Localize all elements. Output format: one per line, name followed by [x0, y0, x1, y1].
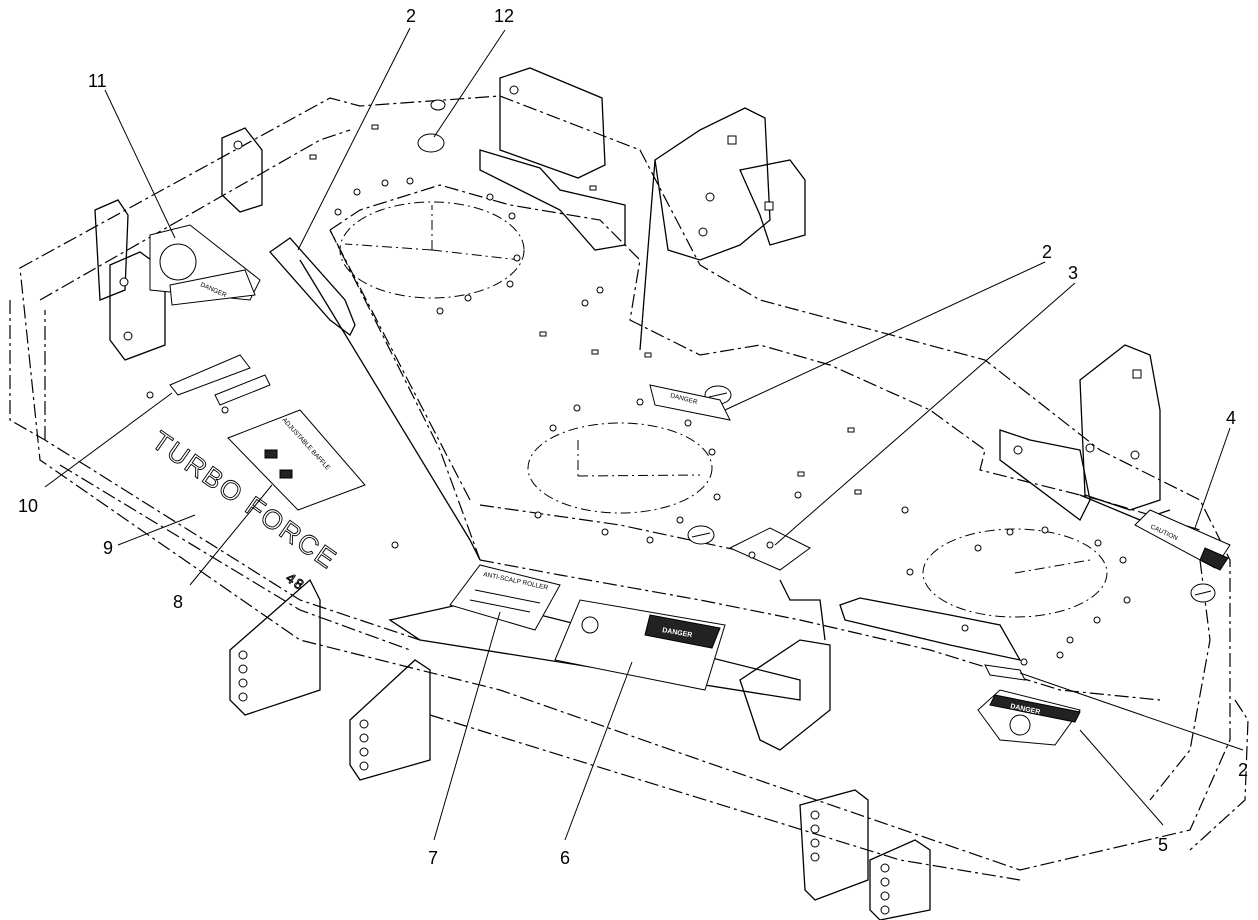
main-danger-decal: DANGER: [554, 599, 726, 691]
belt-decal: [728, 527, 811, 571]
leader-2c: [1019, 672, 1244, 751]
leader-2a: [297, 27, 411, 251]
danger-badge-decal: DANGER: [977, 689, 1081, 746]
leader-10: [44, 392, 173, 488]
callout-2-right: 2: [1238, 760, 1248, 780]
leader-4: [1194, 427, 1231, 529]
callout-10: 10: [18, 496, 38, 516]
callout-11: 11: [88, 71, 107, 91]
leader-3: [774, 282, 1076, 546]
callout-2-middle: 2: [1042, 242, 1052, 262]
decals: DANGER ADJUSTABLE BAFFLE TURBO FORCE 48 …: [146, 224, 1231, 746]
height-scale-decal: [169, 354, 271, 406]
callout-5: 5: [1158, 835, 1168, 855]
blade-openings: [339, 201, 1108, 618]
deck-shell: [9, 95, 1249, 881]
blade-danger-decal: DANGER: [149, 224, 261, 306]
caution-decal: CAUTION: [1134, 509, 1231, 571]
leader-5: [1079, 729, 1164, 826]
callout-7: 7: [428, 848, 438, 868]
leader-6: [564, 661, 633, 841]
callout-12: 12: [494, 6, 514, 26]
callout-8: 8: [173, 592, 183, 612]
leader-8: [189, 484, 273, 586]
callout-4: 4: [1226, 408, 1236, 428]
leader-12: [433, 29, 506, 138]
callout-labels: 11 2 12 2 3 4 10 9 8 7 6 5 2: [18, 6, 1248, 868]
strip-decal: [984, 664, 1026, 681]
callout-2-top: 2: [406, 6, 416, 26]
baffle-decal: ADJUSTABLE BAFFLE: [227, 409, 366, 511]
leader-7: [433, 611, 501, 841]
leader-2b: [724, 261, 1046, 411]
leader-9: [117, 514, 196, 546]
callout-9: 9: [103, 538, 113, 558]
small-danger-decal: DANGER: [649, 384, 731, 421]
deck-size-text: 48: [283, 569, 308, 593]
callout-3: 3: [1068, 263, 1078, 283]
mount-brackets: [94, 67, 1171, 920]
leader-11: [104, 89, 176, 239]
anti-scalp-decal: ANTI-SCALP ROLLER: [449, 564, 561, 631]
leader-lines: [44, 27, 1244, 841]
callout-6: 6: [560, 848, 570, 868]
